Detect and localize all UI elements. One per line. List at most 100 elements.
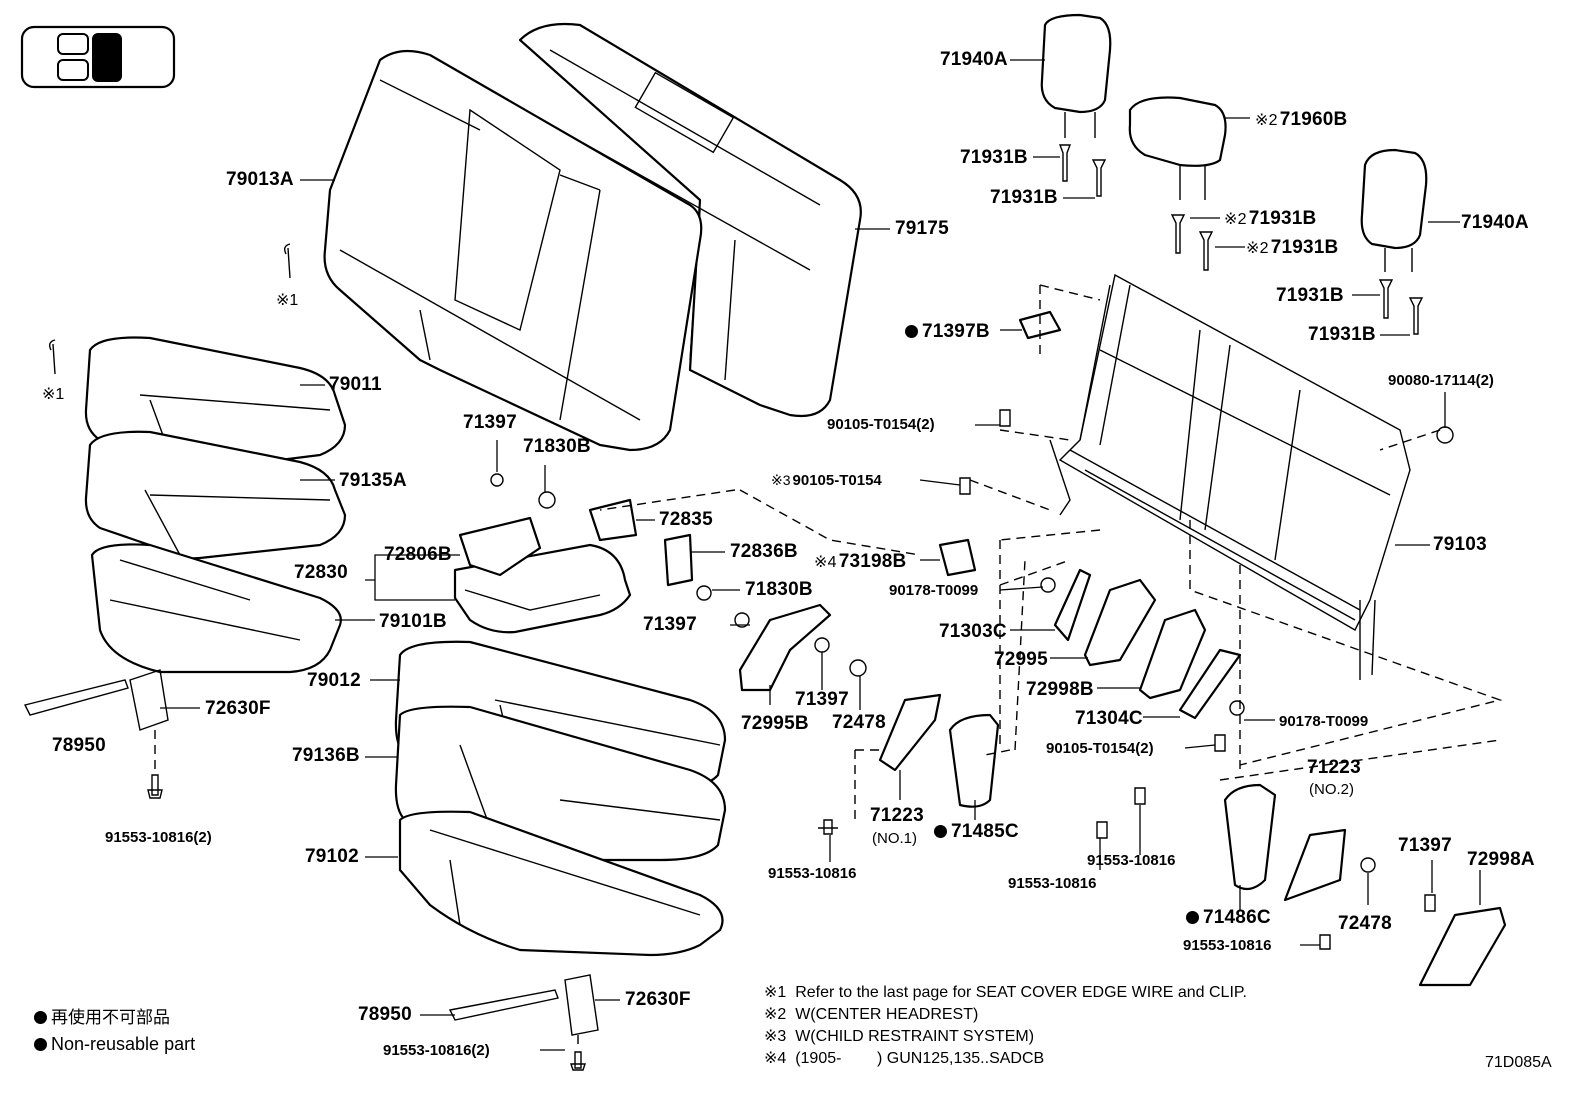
bolt-icon [147,774,163,799]
wire-78950-bottom [448,974,599,1036]
part-label: 90178-T0099 [889,582,979,599]
non-reusable-part-label: 71485C [934,822,1019,841]
cover-72995 [1083,578,1157,667]
part-label: 72478 [1338,913,1392,934]
part-label: 91553-10816 [1087,852,1176,869]
part-label: 91553-10816 [1008,875,1097,892]
part-label: 90080-17114(2) [1388,372,1494,389]
part-label: 72806B [384,544,452,565]
cover-71486C [1223,783,1277,891]
hinge-71223-no1 [878,693,942,772]
part-label: 79136B [292,745,360,766]
part-label: 79101B [379,611,447,632]
part-label: 79013A [226,169,294,190]
part-label: 71931B [1270,237,1339,258]
part-label: 78950 [358,1004,412,1025]
note-mark: ※2 [1246,240,1269,257]
legend-item-jp: 再使用不可部品 [34,1009,170,1026]
note-1: ※1 Refer to the last page for SEAT COVER… [764,984,1247,1001]
part-label: 72836B [730,541,798,562]
note-mark: ※2 [1255,112,1278,129]
note-2: ※2 W(CENTER HEADREST) [764,1006,979,1023]
bracket-71304C [1178,648,1242,720]
part-label: 79103 [1433,534,1487,555]
part-label: 71931B [1248,208,1317,229]
part-label: 90105-T0154(2) [827,416,935,433]
legend-dot-icon [34,1038,47,1051]
cover-72998A [1418,906,1507,987]
part-label: 71830B [745,579,813,600]
part-label: 72478 [832,712,886,733]
clip-icon [283,243,291,279]
part-label: 72630F [205,698,271,719]
note-mark: ※4 [814,554,837,571]
part-label: 90178-T0099 [1279,713,1369,730]
note-3: ※3 W(CHILD RESTRAINT SYSTEM) [764,1028,1035,1045]
part-label: 72995 [994,649,1048,670]
part-label: 91553-10816 [1183,937,1272,954]
cover-72995B [738,603,832,692]
part-label: 71931B [960,147,1028,168]
part-label: 91553-10816(2) [105,829,212,846]
part-label: 79102 [305,846,359,867]
armrest-72830 [453,516,632,634]
part-label: 71397 [795,689,849,710]
seat-back-frame-79103 [1049,273,1411,680]
part-label: 72830 [294,562,348,583]
part-label: 71940A [1461,212,1529,233]
note-mark: ※2 [1224,211,1247,228]
part-label: (NO.2) [1309,781,1354,798]
note-mark: ※1 [276,292,299,309]
cover-72998B [1138,608,1207,700]
part-label: 71931B [990,187,1058,208]
part-label: (NO.1) [872,830,917,847]
seat-back-79175 [518,22,862,418]
note-mark: ※1 [42,386,65,403]
part-label: 79135A [339,470,407,491]
part-label: 72630F [625,989,691,1010]
part-label: 91553-10816 [768,865,857,882]
seat-position-icon [20,25,176,89]
note-4: ※4 (1905- ) GUN125,135..SADCB [764,1050,1045,1067]
non-reusable-part-label: 71397B [905,322,990,341]
part-label: 71397 [643,614,697,635]
part-label: 71397 [1398,835,1452,856]
diagram-code: 71D085A [1485,1054,1552,1071]
non-reusable-dot-icon [905,325,918,338]
non-reusable-dot-icon [934,825,947,838]
hinge-71223-no2 [1283,828,1347,902]
part-label: 72998A [1467,849,1535,870]
part-label: 90105-T0154(2) [1046,740,1154,757]
headrest-71960B-center [1128,96,1227,200]
non-reusable-dot-icon [1186,911,1199,924]
legend-item-en: Non-reusable part [34,1035,195,1053]
non-reusable-part-label: 71486C [1186,908,1271,927]
wire-78950 [23,669,169,731]
part-label: 71940A [940,49,1008,70]
part-label: 72995B [741,713,809,734]
part-label: 72835 [659,509,713,530]
part-label: 73198B [838,551,907,572]
part-label: 71397 [463,412,517,433]
seat-cushion-frame-79102 [398,810,724,957]
part-label: 71223 [870,805,924,826]
part-label: 71304C [1075,708,1143,729]
seat-back-79013A [323,49,703,452]
seat-cushion-frame-79101B [90,543,342,674]
part-label: 91553-10816(2) [383,1042,490,1059]
legend-dot-icon [34,1011,47,1024]
part-label: 71960B [1279,109,1348,130]
part-label: 79011 [329,374,382,395]
part-label: 72998B [1026,679,1094,700]
leader-lines [160,59,1481,1051]
part-label: 71931B [1308,324,1376,345]
seat-cushion-cover-79135A [84,430,347,560]
part-label: 71830B [523,436,591,457]
headrest-71940A-right [1360,148,1428,272]
part-label: 79175 [895,218,949,239]
part-label: 90105-T0154 [792,472,882,489]
part-label: 71223 [1307,757,1361,778]
part-label: 79012 [307,670,361,691]
part-label: 78950 [52,735,106,756]
